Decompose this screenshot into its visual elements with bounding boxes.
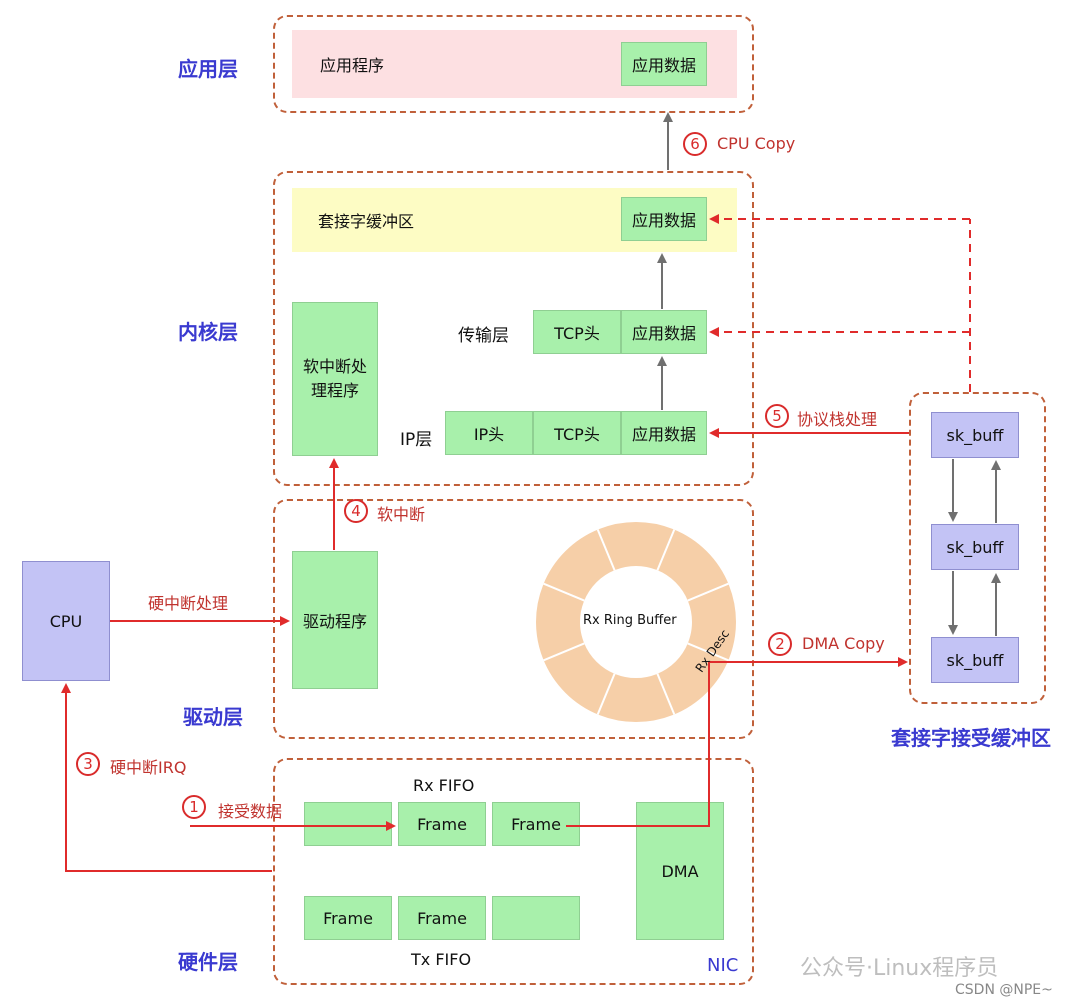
kernel-layer-title: 内核层	[178, 320, 238, 344]
softirq-handler: 软中断处理程序	[292, 302, 378, 456]
ring-segment-divider	[687, 642, 729, 662]
app-data-transport: 应用数据	[621, 310, 707, 354]
step-4-circle: 4	[344, 499, 368, 523]
driver-layer-box	[273, 499, 754, 739]
ring-buffer-label: Rx Ring Buffer	[583, 613, 677, 628]
app-layer-title: 应用层	[178, 57, 238, 81]
csdn-credit: CSDN @NPE~	[955, 982, 1053, 998]
socket-recv-buffer-box	[909, 392, 1046, 704]
socket-buffer-label: 套接字缓冲区	[318, 212, 415, 231]
ring-segment-divider	[543, 582, 585, 602]
tx-fifo-label: Tx FIFO	[411, 950, 472, 969]
transport-layer-label: 传输层	[458, 326, 509, 346]
ip-layer-label: IP层	[400, 430, 433, 450]
step-6-label: CPU Copy	[717, 134, 796, 153]
app-data-socket-buffer: 应用数据	[621, 197, 707, 241]
step-2-label: DMA Copy	[802, 634, 885, 653]
step-4-label: 软中断	[377, 505, 426, 524]
step-5-label: 协议栈处理	[797, 410, 878, 429]
arrow-hard-irq	[61, 683, 272, 872]
ring-segment-divider	[596, 673, 616, 715]
step-1-circle: 1	[182, 795, 206, 819]
cpu-box: CPU	[22, 561, 110, 681]
tx-frame-2: Frame	[398, 896, 486, 940]
rx-fifo-label: Rx FIFO	[413, 776, 475, 795]
sk-buff-2: sk_buff	[931, 524, 1019, 570]
hardware-layer-box	[273, 758, 754, 985]
rx-ring-buffer	[536, 522, 736, 722]
driver-program: 驱动程序	[292, 551, 378, 689]
ring-segment-divider	[543, 642, 585, 662]
step-3-label: 硬中断IRQ	[110, 758, 187, 777]
kernel-layer-box	[273, 171, 754, 486]
step-6-circle: 6	[683, 132, 707, 156]
sk-buff-1: sk_buff	[931, 412, 1019, 458]
tcp-header-transport: TCP头	[533, 310, 621, 354]
app-layer-box	[273, 15, 754, 113]
ip-header: IP头	[445, 411, 533, 455]
watermark: 公众号·Linux程序员	[800, 956, 999, 981]
step-1-label: 接受数据	[218, 802, 283, 821]
socket-recv-buffer-title: 套接字接受缓冲区	[891, 726, 1051, 750]
app-data-ip: 应用数据	[621, 411, 707, 455]
app-program-label: 应用程序	[320, 56, 385, 75]
step-3-circle: 3	[76, 752, 100, 776]
app-data-app-layer: 应用数据	[621, 42, 707, 86]
step-2-circle: 2	[768, 632, 792, 656]
arrow-dma-copy	[566, 657, 908, 827]
ring-segment-divider	[596, 529, 616, 571]
ring-segment-divider	[656, 673, 676, 715]
softirq-handler-label: 软中断处理程序	[303, 357, 368, 400]
tx-fifo-slot-empty	[492, 896, 580, 940]
driver-layer-title: 驱动层	[183, 705, 243, 729]
ring-segment-divider	[656, 529, 676, 571]
nic-label: NIC	[707, 955, 739, 976]
rx-frame-2: Frame	[492, 802, 580, 846]
hardware-layer-title: 硬件层	[178, 950, 238, 974]
ring-segment-divider	[687, 582, 729, 602]
tx-frame-1: Frame	[304, 896, 392, 940]
hard-irq-handling-label: 硬中断处理	[148, 594, 229, 613]
step-5-circle: 5	[765, 404, 789, 428]
sk-buff-3: sk_buff	[931, 637, 1019, 683]
rx-frame-1: Frame	[398, 802, 486, 846]
tcp-header-ip: TCP头	[533, 411, 621, 455]
